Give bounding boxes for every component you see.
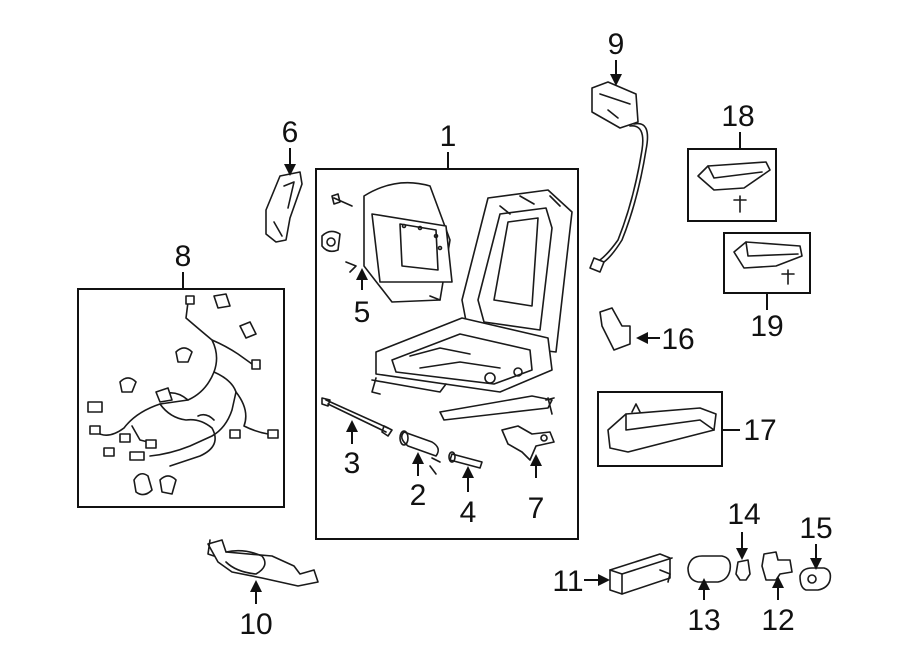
callout-11: 11 — [552, 565, 583, 598]
callout-8: 8 — [175, 240, 192, 273]
cap-part — [735, 559, 751, 581]
callout-17: 17 — [743, 414, 776, 447]
callout-18: 18 — [721, 100, 754, 133]
rod-part — [321, 397, 393, 437]
connector-12-part — [761, 551, 793, 581]
callout-1: 1 — [440, 120, 457, 153]
cover-18-part — [697, 161, 771, 213]
base-bracket-part — [207, 539, 319, 587]
callout-9: 9 — [608, 28, 625, 61]
bracket-7-part — [501, 397, 555, 461]
callout-2: 2 — [410, 479, 427, 512]
knob-part — [687, 555, 732, 583]
callout-10: 10 — [239, 608, 272, 641]
leader-lines — [182, 60, 822, 604]
clip-part — [321, 230, 341, 253]
button-15-part — [799, 567, 832, 591]
switch-part — [609, 553, 673, 595]
pin-part — [448, 451, 483, 469]
callout-12: 12 — [761, 604, 794, 637]
bolt-part — [331, 193, 353, 207]
callout-13: 13 — [687, 604, 720, 637]
group-box-8 — [77, 288, 285, 508]
side-cover-part — [265, 171, 303, 243]
callout-19: 19 — [750, 310, 783, 343]
callout-3: 3 — [344, 447, 361, 480]
callout-7: 7 — [528, 492, 545, 525]
motor-part — [399, 430, 441, 475]
callout-14: 14 — [727, 498, 760, 531]
callout-16: 16 — [661, 323, 694, 356]
callout-6: 6 — [282, 116, 299, 149]
cover-19-part — [733, 241, 803, 285]
group-box-18 — [687, 148, 777, 222]
callout-15: 15 — [799, 512, 832, 545]
clip-bracket-16-part — [599, 307, 631, 351]
seat-back-panel-part — [345, 181, 453, 303]
callout-5: 5 — [354, 296, 371, 329]
trim-17-part — [607, 403, 717, 453]
callout-4: 4 — [460, 496, 477, 529]
wiring-harness-part — [87, 293, 279, 496]
sensor-cable-part — [589, 81, 649, 273]
